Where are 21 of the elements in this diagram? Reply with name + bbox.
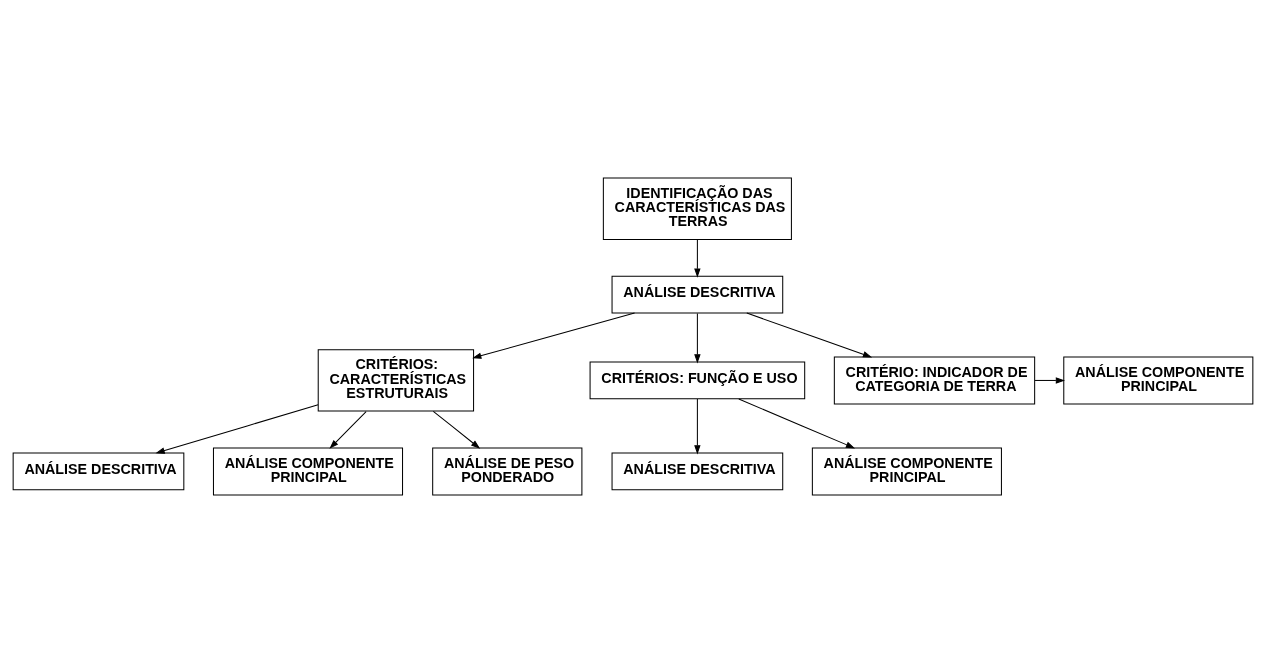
node-box: ANÁLISE COMPONENTE PRINCIPAL (1063, 355, 1254, 404)
node-box: CRITÉRIO: INDICADOR DE CATEGORIA DE TERRA (833, 355, 1036, 404)
arrow (155, 403, 319, 454)
arrow (432, 410, 481, 449)
node-box: CRITÉRIOS: CARACTERÍSTICAS ESTRUTURAIS (317, 348, 475, 412)
node-box: ANÁLISE DE PESO PONDERADO (432, 446, 583, 495)
arrow (738, 398, 856, 448)
arrow (694, 238, 701, 278)
node-box: IDENTIFICAÇÃO DAS CARACTERÍSTICAS DAS TERRAS (602, 177, 792, 240)
arrow (472, 312, 636, 359)
arrow (694, 312, 701, 363)
arrow (694, 398, 701, 454)
node-box: ANÁLISE DESCRITIVA (12, 452, 185, 490)
arrow (746, 312, 873, 357)
arrow (329, 410, 367, 449)
node-box: ANÁLISE DESCRITIVA (611, 452, 784, 490)
arrow (1034, 376, 1065, 384)
node-box: ANÁLISE COMPONENTE PRINCIPAL (212, 446, 404, 495)
node-box: ANÁLISE COMPONENTE PRINCIPAL (811, 446, 1002, 495)
node-box: ANÁLISE DESCRITIVA (611, 275, 784, 313)
node-box: CRITÉRIOS: FUNÇÃO E USO (589, 361, 806, 399)
